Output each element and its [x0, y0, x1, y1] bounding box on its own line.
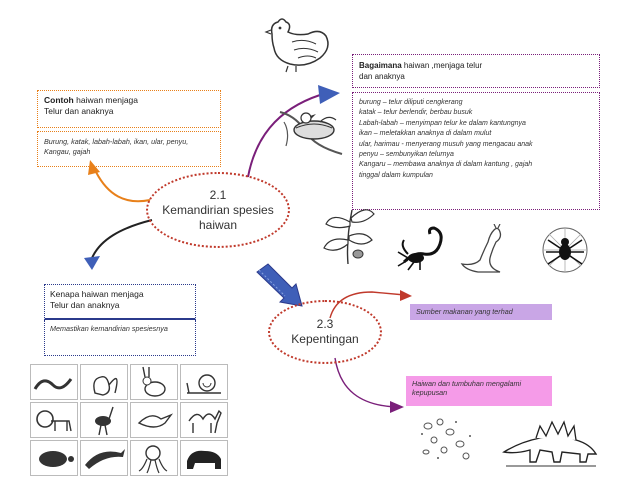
importance-box-1: Sumber makanan yang terhad — [410, 304, 552, 320]
ostrich-icon — [95, 406, 114, 436]
bear-icon — [187, 450, 221, 469]
arrowhead-contoh — [88, 160, 100, 175]
bird-nest-icon — [279, 111, 343, 155]
bird-icon — [137, 413, 174, 428]
plant-branch-icon — [323, 209, 375, 265]
contoh-title-box: Contoh haiwan menjaga Telur dan anaknya — [37, 90, 221, 128]
connector-contoh — [95, 171, 151, 203]
bagaimana-title-line2: dan anaknya — [359, 72, 405, 81]
snake-icon — [33, 378, 73, 390]
kenapa-body: Memastikan kemandirian spesiesnya — [50, 324, 168, 333]
spider-icon — [542, 227, 588, 273]
importance-text-1: Sumber makanan yang terhad — [416, 307, 513, 316]
bagaimana-line-3: ikan – meletakkan anaknya di dalam mulut — [359, 130, 492, 138]
arrowhead-bagaimana — [318, 85, 340, 104]
stegosaurus-icon — [502, 420, 598, 467]
bagaimana-line-4: ular, harimau - menyerang musuh yang men… — [359, 140, 533, 148]
grid-cell-octopus — [130, 440, 178, 476]
arrowhead-importance-2 — [390, 401, 404, 413]
squirrel-icon — [93, 375, 118, 396]
grid-cell-squirrel — [80, 364, 128, 400]
grid-cell-snake — [30, 364, 78, 400]
center-title-line1: Kemandirian spesies — [162, 202, 274, 217]
octopus-icon — [138, 445, 168, 474]
connector-importance-2 — [334, 357, 396, 408]
center-number: 2.1 — [209, 187, 227, 202]
rabbit-icon — [142, 366, 166, 397]
contoh-body: Burung, katak, labah-labah, ikan, ular, … — [44, 137, 189, 156]
kangaroo-icon — [460, 224, 502, 273]
turtle-icon — [39, 451, 74, 467]
connector-kenapa — [91, 219, 153, 259]
center-bubble: 2.1 Kemandirian spesies haiwan — [146, 172, 290, 248]
grid-cell-rabbit — [130, 364, 178, 400]
kepentingan-bubble: 2.3 Kepentingan — [268, 300, 382, 364]
bagaimana-line-7: tinggal dalam kumpulan — [359, 171, 433, 179]
kenapa-body-box: Memastikan kemandirian spesiesnya — [44, 320, 196, 356]
center-title-line2: haiwan — [198, 217, 238, 232]
kenapa-title-box: Kenapa haiwan menjaga Telur dan anaknya — [44, 284, 196, 320]
grid-cell-turtle — [30, 440, 78, 476]
arrowhead-kenapa — [84, 256, 100, 270]
bagaimana-title-rest: haiwan ,menjaga telur — [401, 61, 483, 70]
grid-cell-ostrich — [80, 402, 128, 438]
grid-cell-dolphin — [80, 440, 128, 476]
scorpion-icon — [397, 226, 443, 271]
grid-cell-snail — [180, 364, 228, 400]
importance-text-2: Haiwan dan tumbuhan mengalami kepupusan — [412, 379, 522, 398]
contoh-title-bold: Contoh — [44, 95, 74, 105]
bagaimana-title-bold: Bagaimana — [359, 61, 402, 70]
grid-cell-bear — [180, 440, 228, 476]
kepentingan-title: Kepentingan — [291, 332, 359, 346]
contoh-body-box: Burung, katak, labah-labah, ikan, ular, … — [37, 131, 221, 167]
bagaimana-line-0: burung – telur diliputi cengkerang — [359, 99, 463, 106]
bagaimana-line-5: penyu – sembunyikan telurnya — [359, 151, 454, 159]
dolphin-icon — [85, 449, 125, 469]
contoh-title-rest: haiwan menjaga — [73, 95, 139, 105]
bagaimana-line-1: katak – telur berlendir, berbau busuk — [359, 109, 473, 117]
bagaimana-title-box: Bagaimana haiwan ,menjaga telur dan anak… — [352, 54, 600, 88]
bagaimana-body-box: burung – telur diliputi cengkerang katak… — [352, 92, 600, 210]
arrowhead-importance-1 — [400, 290, 412, 301]
eggs-sketch-icon — [421, 418, 471, 460]
block-arrow-kepentingan — [256, 263, 303, 307]
grid-cell-bird — [130, 402, 178, 438]
kenapa-title-line2: Telur dan anaknya — [50, 300, 120, 310]
camel-icon — [188, 409, 222, 434]
lion-icon — [36, 410, 72, 432]
connector-bagaimana — [247, 94, 321, 178]
contoh-title-line2: Telur dan anaknya — [44, 106, 114, 116]
kepentingan-number: 2.3 — [316, 317, 334, 331]
importance-box-2: Haiwan dan tumbuhan mengalami kepupusan — [406, 376, 552, 406]
grid-cell-lion — [30, 402, 78, 438]
bagaimana-line-2: Labah-labah – menyimpan telur ke dalam k… — [359, 119, 526, 127]
hen-icon — [264, 18, 329, 73]
snail-icon — [186, 374, 221, 394]
animal-grid — [30, 364, 230, 476]
bagaimana-line-6: Kangaru – membawa anaknya di dalam kantu… — [359, 161, 533, 169]
grid-cell-camel — [180, 402, 228, 438]
kenapa-title-line1: Kenapa haiwan menjaga — [50, 289, 144, 299]
